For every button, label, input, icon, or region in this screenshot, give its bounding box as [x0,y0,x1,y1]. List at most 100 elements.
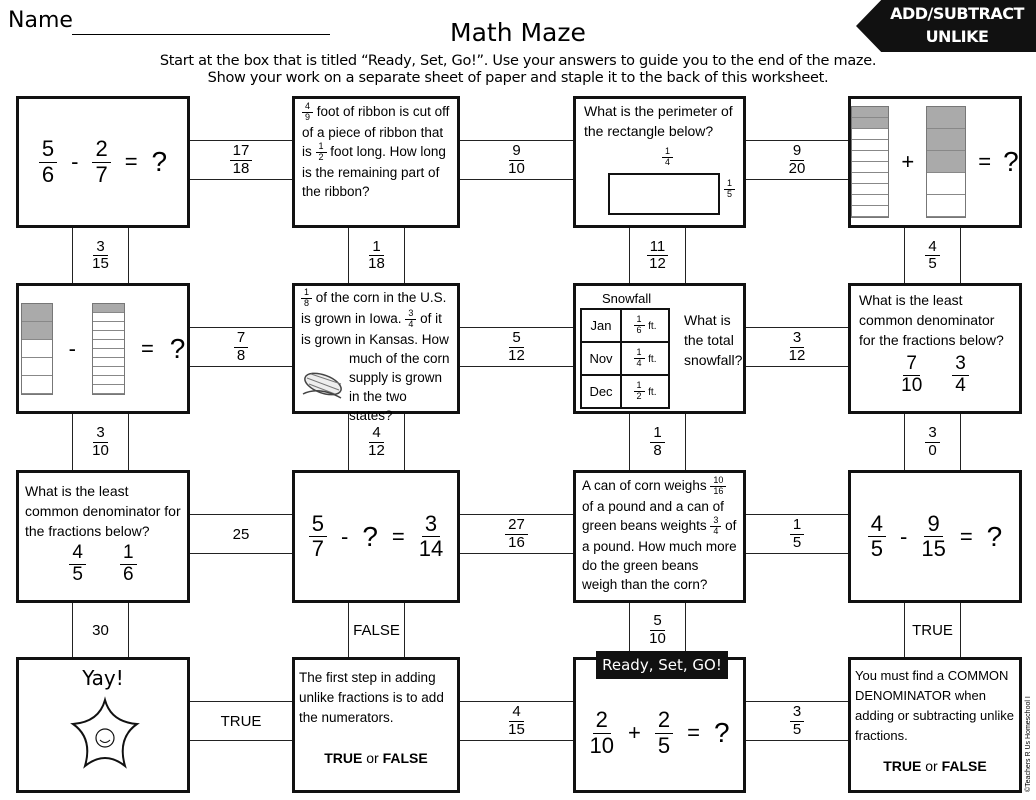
denominator: 2 [636,391,642,401]
operator: - [71,149,79,174]
operator: - [341,523,349,549]
cell [852,140,889,151]
false-option: FALSE [941,758,987,774]
numerator: 3 [421,511,441,537]
corn-icon [301,364,349,408]
numerator: 1 [633,380,645,392]
denominator: 4 [408,318,414,329]
maze-box-13-finish: Yay! [16,657,190,793]
denominator: 10 [92,441,109,459]
numerator: 3 [952,353,969,376]
numerator: 27 [505,516,528,535]
rectangle-diagram [608,173,720,215]
numerator: 2 [654,708,674,734]
name-field[interactable] [72,34,330,35]
denominator: 5 [72,563,83,585]
denominator: 0 [928,441,937,459]
problem-text: of a pound. How much more do the green b… [582,517,737,592]
cell [852,206,889,217]
numerator: 3 [789,329,805,348]
unit: ft. [648,353,657,365]
maze-box-8: What is the least common denominator for… [848,283,1022,414]
cell [92,384,124,394]
question-mark: ? [169,332,186,364]
problem-text: foot of ribbon is cut off of a piece of … [302,104,450,159]
fraction-bar-model [20,302,53,395]
equals: = [687,720,700,745]
cell [852,129,889,140]
numerator: 9 [789,142,805,161]
denominator: 12 [368,441,385,459]
denominator: 7 [95,161,108,187]
equals: = [124,149,138,174]
denominator: 4 [713,525,719,536]
false-option: FALSE [382,750,428,766]
numerator: 7 [903,353,920,376]
numerator: 4 [509,703,524,722]
numerator: 1 [633,347,645,359]
instructions-line-1: Start at the box that is titled “Ready, … [159,53,877,69]
denominator: 9 [305,111,311,122]
denominator: 5 [870,536,883,561]
fraction-bar-model [851,106,890,218]
problem-text: The first step in adding unlike fraction… [299,670,444,725]
question-mark: ? [1003,146,1019,177]
or-label: or [925,758,938,774]
connector-answer: 25 [232,525,250,543]
shaded-cell [21,321,52,340]
equals: = [978,149,992,174]
fraction-bar-model [91,302,125,395]
finish-text: Yay! [82,666,124,690]
cell [21,375,52,394]
fraction-bar-model [926,106,967,218]
denominator: 20 [788,159,806,177]
instructions: Start at the box that is titled “Ready, … [0,53,1036,87]
cell [92,375,124,385]
horizontal-connector: 25 [190,514,292,554]
true-option: TRUE [883,758,922,774]
name-label: Name [8,8,73,33]
numerator: 3 [925,424,940,443]
numerator: 4 [925,238,940,256]
denominator: 18 [232,159,250,177]
shaded-cell [927,107,966,129]
maze-box-9: What is the least common denominator for… [16,470,190,603]
numerator: 5 [38,137,58,163]
cell [92,366,124,376]
denominator: 16 [713,485,724,496]
numerator: 5 [308,511,327,537]
denominator: 5 [727,188,733,199]
question-mark: ? [362,520,378,552]
instructions-line-2: Show your work on a separate sheet of pa… [207,70,829,86]
cell [92,321,124,331]
connector-answer: 30 [92,621,109,639]
shaded-cell [852,107,889,118]
numerator: 4 [302,101,314,113]
